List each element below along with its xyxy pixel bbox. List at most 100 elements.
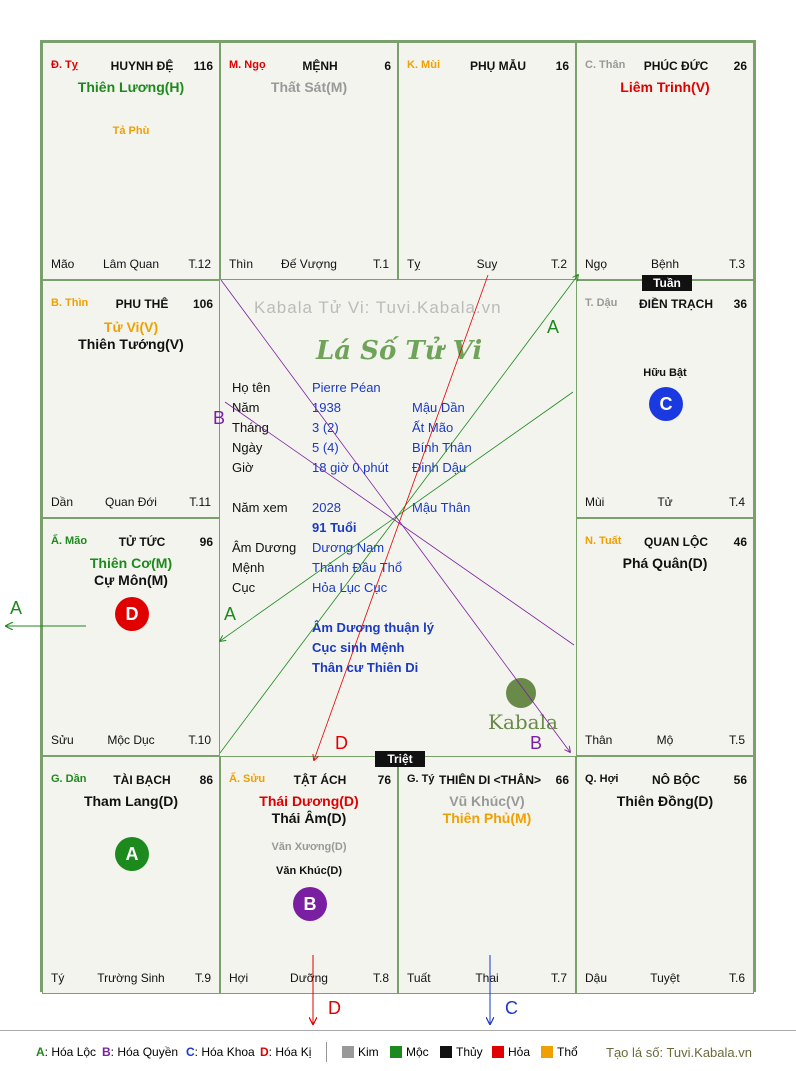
cell-life-stage: Mộ bbox=[656, 733, 674, 747]
palace-menh: M. Ngọ MỆNH 6 Thất Sát(M) Thìn Đế Vượng … bbox=[220, 42, 398, 280]
age-label: 56 bbox=[733, 773, 747, 787]
legend-bar: A: Hóa Lộc B: Hóa Quyền C: Hóa Khoa D: H… bbox=[0, 1030, 796, 1071]
palace-dien-trach: T. Dậu ĐIỀN TRẠCH 36 Hữu Bật C Mùi Tử T.… bbox=[576, 280, 754, 518]
branch-label: T. Dậu bbox=[585, 297, 618, 309]
legend-hoa-quyen: B: Hóa Quyền bbox=[102, 1045, 179, 1059]
main-star: Thái Dương(D) bbox=[259, 793, 359, 809]
tree-icon bbox=[506, 678, 536, 708]
info-label: Giờ bbox=[232, 460, 254, 475]
legend-hoa-loc: A: Hóa Lộc bbox=[36, 1045, 97, 1059]
arrow-label-a: A bbox=[10, 598, 23, 618]
info-value: 2028 bbox=[312, 500, 341, 515]
cell-month: T.11 bbox=[189, 495, 211, 509]
info-label: Cục bbox=[232, 580, 256, 595]
branch-label: Ấ. Sửu bbox=[229, 773, 266, 785]
cell-life-stage: Suy bbox=[476, 257, 498, 271]
cell-life-stage: Trường Sinh bbox=[97, 971, 165, 985]
info-value: Dương Nam bbox=[312, 540, 385, 555]
credit-link[interactable]: Tạo lá số: Tuvi.Kabala.vn bbox=[606, 1045, 752, 1060]
info-value: Thành Đầu Thổ bbox=[312, 560, 403, 575]
arrow-label-c: C bbox=[505, 998, 518, 1018]
hoa-loc-badge: A bbox=[115, 837, 149, 871]
info-extra: Mậu Thân bbox=[412, 500, 471, 515]
main-star: Thái Âm(D) bbox=[271, 810, 347, 826]
age-label: 96 bbox=[199, 535, 213, 549]
legend-divider bbox=[326, 1042, 327, 1062]
info-label: Ngày bbox=[232, 440, 263, 455]
info-value: Pierre Péan bbox=[312, 380, 381, 395]
legend-hoa: Hỏa bbox=[492, 1045, 530, 1059]
age-label: 66 bbox=[555, 773, 569, 787]
age-label: 116 bbox=[193, 59, 213, 73]
note-line: Cục sinh Mệnh bbox=[312, 640, 405, 655]
cell-corner-branch: Mão bbox=[51, 257, 75, 271]
cell-month: T.2 bbox=[550, 257, 567, 271]
cell-month: T.8 bbox=[372, 971, 389, 985]
cell-life-stage: Lâm Quan bbox=[102, 257, 160, 271]
age-label: 6 bbox=[384, 59, 391, 73]
legend-tho: Thổ bbox=[541, 1045, 578, 1059]
age-label: 106 bbox=[192, 297, 213, 311]
cell-life-stage: Dưỡng bbox=[290, 971, 328, 985]
legend-hoa-khoa: C: Hóa Khoa bbox=[186, 1045, 255, 1059]
palace-phu-the: B. Thìn PHU THÊ 106 Tử Vi(V) Thiên Tướng… bbox=[42, 280, 220, 518]
cell-life-stage: Tuyệt bbox=[650, 971, 680, 985]
cell-corner-branch: Thân bbox=[585, 733, 613, 747]
legend-moc: Mộc bbox=[390, 1045, 429, 1059]
main-star: Thiên Phủ(M) bbox=[442, 810, 532, 826]
main-star: Vũ Khúc(V) bbox=[449, 793, 525, 809]
age-label: 16 bbox=[555, 59, 569, 73]
minor-star: Văn Khúc(D) bbox=[276, 865, 342, 877]
cell-month: T.5 bbox=[728, 733, 745, 747]
main-star: Tử Vi(V) bbox=[103, 319, 159, 335]
info-value: 3 (2) bbox=[312, 420, 339, 435]
branch-label: Q. Hợi bbox=[585, 773, 619, 785]
main-star: Tham Lang(D) bbox=[83, 793, 179, 809]
arrow-label-d: D bbox=[335, 733, 348, 753]
cell-corner-branch: Dần bbox=[51, 495, 74, 509]
cell-corner-branch: Mùi bbox=[585, 495, 605, 509]
main-star: Phá Quân(D) bbox=[622, 555, 708, 571]
palace-phu-mau: K. Mùi PHỤ MẪU 16 Tỵ Suy T.2 bbox=[398, 42, 576, 280]
branch-label: Ấ. Mão bbox=[51, 535, 88, 547]
palace-name: THIÊN DI <THÂN> bbox=[439, 773, 542, 787]
info-label: Tháng bbox=[232, 420, 269, 435]
horoscope-chart: Đ. Tỵ HUYNH ĐỆ 116 Thiên Lương(H) Tả Phù… bbox=[40, 40, 756, 994]
center-panel: Kabala Tử Vi: Tuvi.Kabala.vn Lá Số Tử Vi… bbox=[220, 280, 576, 756]
legend-kim: Kim bbox=[342, 1045, 379, 1059]
cell-corner-branch: Sửu bbox=[51, 733, 74, 747]
palace-quan-loc: N. Tuất QUAN LỘC 46 Phá Quân(D) Thân Mộ … bbox=[576, 518, 754, 756]
palace-name: PHỤ MẪU bbox=[470, 59, 526, 73]
info-value: 5 (4) bbox=[312, 440, 339, 455]
cell-life-stage: Bệnh bbox=[650, 257, 680, 271]
cell-month: T.4 bbox=[728, 495, 745, 509]
arrow-label-a: A bbox=[224, 604, 237, 624]
palace-tai-bach: G. Dần TÀI BẠCH 86 Tham Lang(D) A Tý Trư… bbox=[42, 756, 220, 994]
arrow-label-b: B bbox=[213, 408, 226, 428]
palace-name: TẬT ÁCH bbox=[293, 773, 347, 787]
palace-name: TỬ TỨC bbox=[118, 535, 166, 549]
branch-label: G. Tý bbox=[407, 773, 435, 785]
hoa-quyen-badge: B bbox=[293, 887, 327, 921]
info-extra: Đinh Dậu bbox=[412, 460, 467, 475]
cell-life-stage: Thai bbox=[475, 971, 499, 985]
branch-label: C. Thân bbox=[585, 59, 626, 71]
center-watermark: Kabala Tử Vi: Tuvi.Kabala.vn bbox=[254, 298, 502, 317]
cell-month: T.7 bbox=[550, 971, 567, 985]
cell-corner-branch: Thìn bbox=[229, 257, 254, 271]
palace-name: MỆNH bbox=[302, 59, 338, 73]
cell-month: T.1 bbox=[372, 257, 389, 271]
info-label: Họ tên bbox=[232, 380, 271, 395]
branch-label: G. Dần bbox=[51, 773, 87, 785]
cell-month: T.9 bbox=[194, 971, 211, 985]
palace-name: NÔ BỘC bbox=[652, 773, 700, 787]
main-star: Thất Sát(M) bbox=[270, 79, 348, 95]
branch-label: N. Tuất bbox=[585, 535, 622, 547]
palace-name: TÀI BẠCH bbox=[113, 773, 171, 787]
cell-life-stage: Quan Đới bbox=[105, 495, 157, 509]
info-age: 91 Tuổi bbox=[312, 520, 357, 535]
minor-star: Hữu Bật bbox=[643, 367, 687, 379]
cell-life-stage: Tử bbox=[657, 495, 673, 509]
info-value: 18 giờ 0 phút bbox=[312, 460, 389, 475]
minor-star: Văn Xương(D) bbox=[271, 841, 347, 853]
